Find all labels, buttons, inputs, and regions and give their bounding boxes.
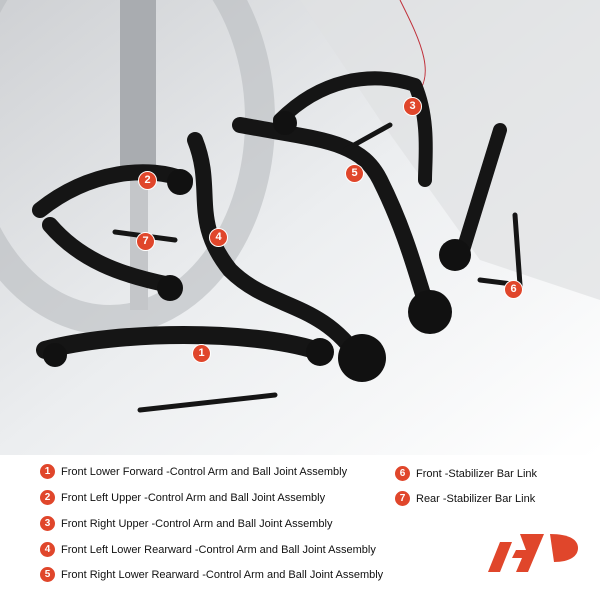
legend-label: Front Right Lower Rearward -Control Arm … — [61, 568, 384, 581]
callout-badge-2: 2 — [138, 171, 157, 190]
legend-item: 7 Rear -Stabilizer Bar Link — [395, 491, 535, 506]
legend-number: 2 — [40, 490, 55, 505]
callout-badge-4: 4 — [209, 228, 228, 247]
callout-badge-1: 1 — [192, 344, 211, 363]
legend-number: 4 — [40, 542, 55, 557]
callout-badge-5: 5 — [345, 164, 364, 183]
legend-item: 5 Front Right Lower Rearward -Control Arm… — [40, 567, 383, 582]
legend-label: Front Left Lower Rearward -Control Arm a… — [61, 543, 376, 556]
legend-number: 1 — [40, 464, 55, 479]
legend-item: 3 Front Right Upper -Control Arm and Ball… — [40, 516, 332, 531]
legend-item: 1 Front Lower Forward -Control Arm and Ba… — [40, 464, 347, 479]
legend-number: 6 — [395, 466, 410, 481]
legend-label: Rear -Stabilizer Bar Link — [416, 492, 536, 505]
legend-number: 5 — [40, 567, 55, 582]
callout-badge-7: 7 — [136, 232, 155, 251]
legend-label: Front -Stabilizer Bar Link — [416, 467, 538, 480]
legend-item: 6 Front -Stabilizer Bar Link — [395, 466, 537, 481]
legend-number: 3 — [40, 516, 55, 531]
legend-label: Front Left Upper -Control Arm and Ball J… — [61, 491, 326, 504]
callout-badge-6: 6 — [504, 280, 523, 299]
legend-number: 7 — [395, 491, 410, 506]
legend-label: Front Right Upper -Control Arm and Ball … — [61, 517, 333, 530]
legend-item: 4 Front Left Lower Rearward -Control Arm … — [40, 542, 376, 557]
brand-logo — [488, 534, 578, 572]
suspension-parts-photo — [0, 0, 600, 455]
legend-item: 2 Front Left Upper -Control Arm and Ball … — [40, 490, 325, 505]
legend-label: Front Lower Forward -Control Arm and Bal… — [61, 465, 348, 478]
callout-badge-3: 3 — [403, 97, 422, 116]
